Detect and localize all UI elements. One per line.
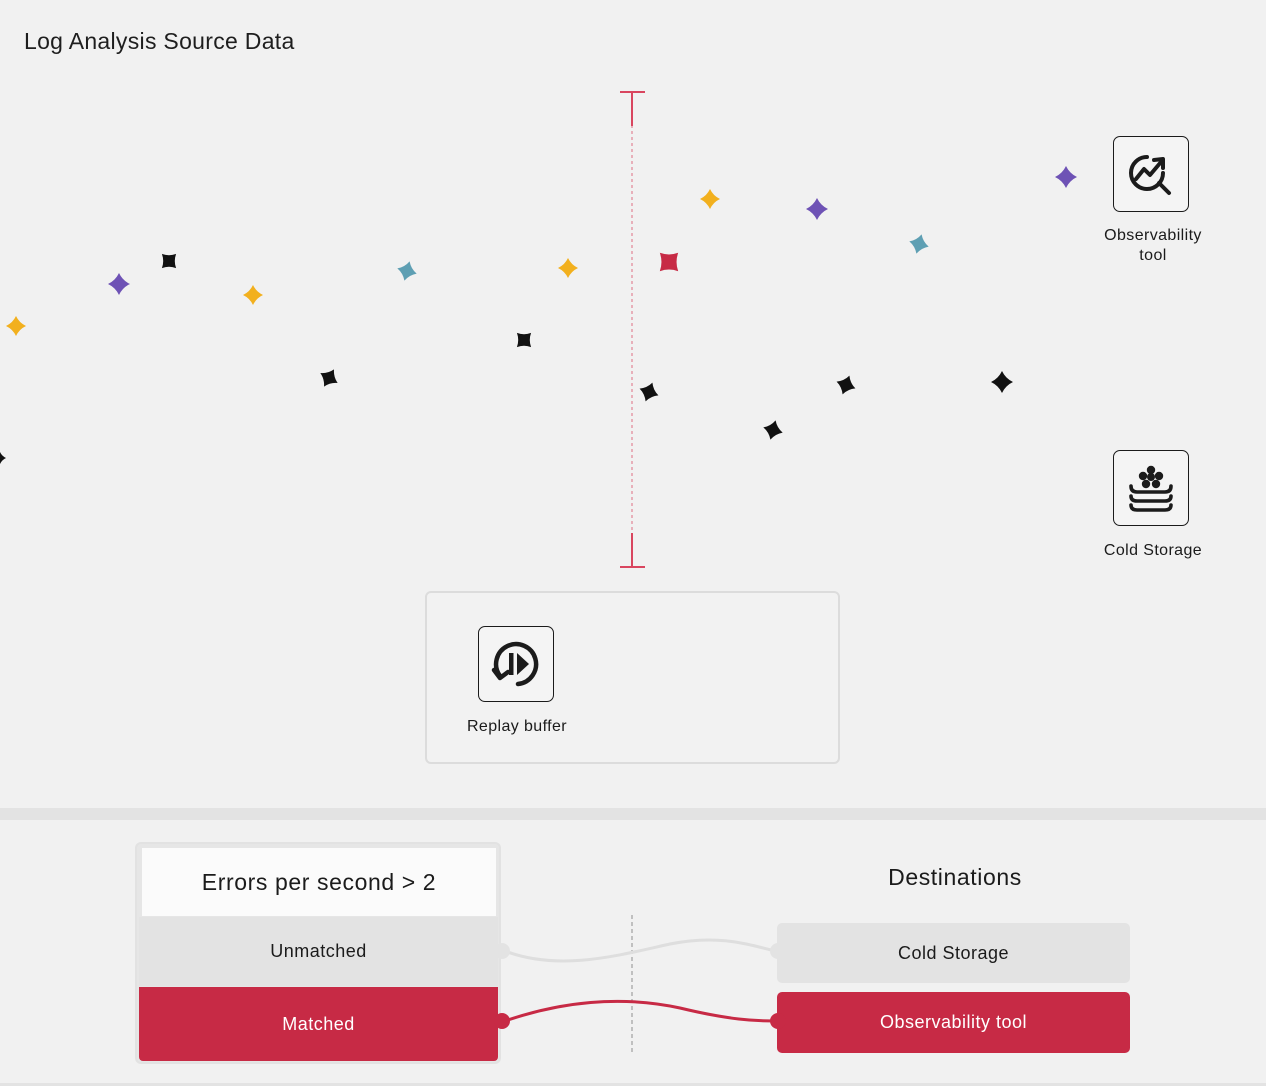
replay-buffer-label: Replay buffer: [466, 718, 568, 735]
log-event-star: [397, 261, 417, 281]
destination-observability-tool[interactable]: Observability tool: [777, 992, 1130, 1053]
log-event-star: [763, 420, 783, 440]
cold-storage-label: Cold Storage: [1103, 542, 1203, 559]
log-event-star: [108, 273, 130, 295]
filter-condition[interactable]: Errors per second > 2: [142, 848, 496, 916]
log-event-star: [909, 234, 929, 254]
log-event-star: [639, 382, 659, 402]
page-title: Log Analysis Source Data: [24, 28, 295, 54]
cold-storage-icon-box[interactable]: [1113, 450, 1189, 526]
log-event-star: [6, 316, 26, 336]
observability-tool-icon-box[interactable]: [1113, 136, 1189, 212]
log-event-star: [806, 198, 828, 220]
log-event-star: [161, 253, 177, 269]
replay-buffer-icon-box[interactable]: [478, 626, 554, 702]
log-event-star: [243, 285, 263, 305]
log-event-star: [558, 258, 578, 278]
log-event-star: [320, 369, 338, 387]
bottom-border: [0, 1083, 1266, 1086]
snowflake-storage-icon: [1129, 465, 1173, 512]
section-divider: [0, 808, 1266, 820]
destination-cold-storage[interactable]: Cold Storage: [777, 923, 1130, 983]
log-event-star: [516, 332, 532, 348]
unmatched-output[interactable]: Unmatched: [139, 917, 498, 986]
log-event-star: [700, 189, 720, 209]
log-event-star: [0, 452, 6, 464]
log-event-star: [991, 371, 1013, 393]
matched-output[interactable]: Matched: [139, 987, 498, 1061]
chart-search-icon: [1129, 155, 1171, 195]
replay-play-icon: [491, 641, 539, 687]
log-event-star: [1055, 166, 1077, 188]
log-event-star: [659, 252, 679, 272]
destinations-title: Destinations: [888, 864, 1022, 890]
log-event-star: [836, 375, 856, 395]
observability-tool-label: Observability tool: [1104, 227, 1202, 264]
